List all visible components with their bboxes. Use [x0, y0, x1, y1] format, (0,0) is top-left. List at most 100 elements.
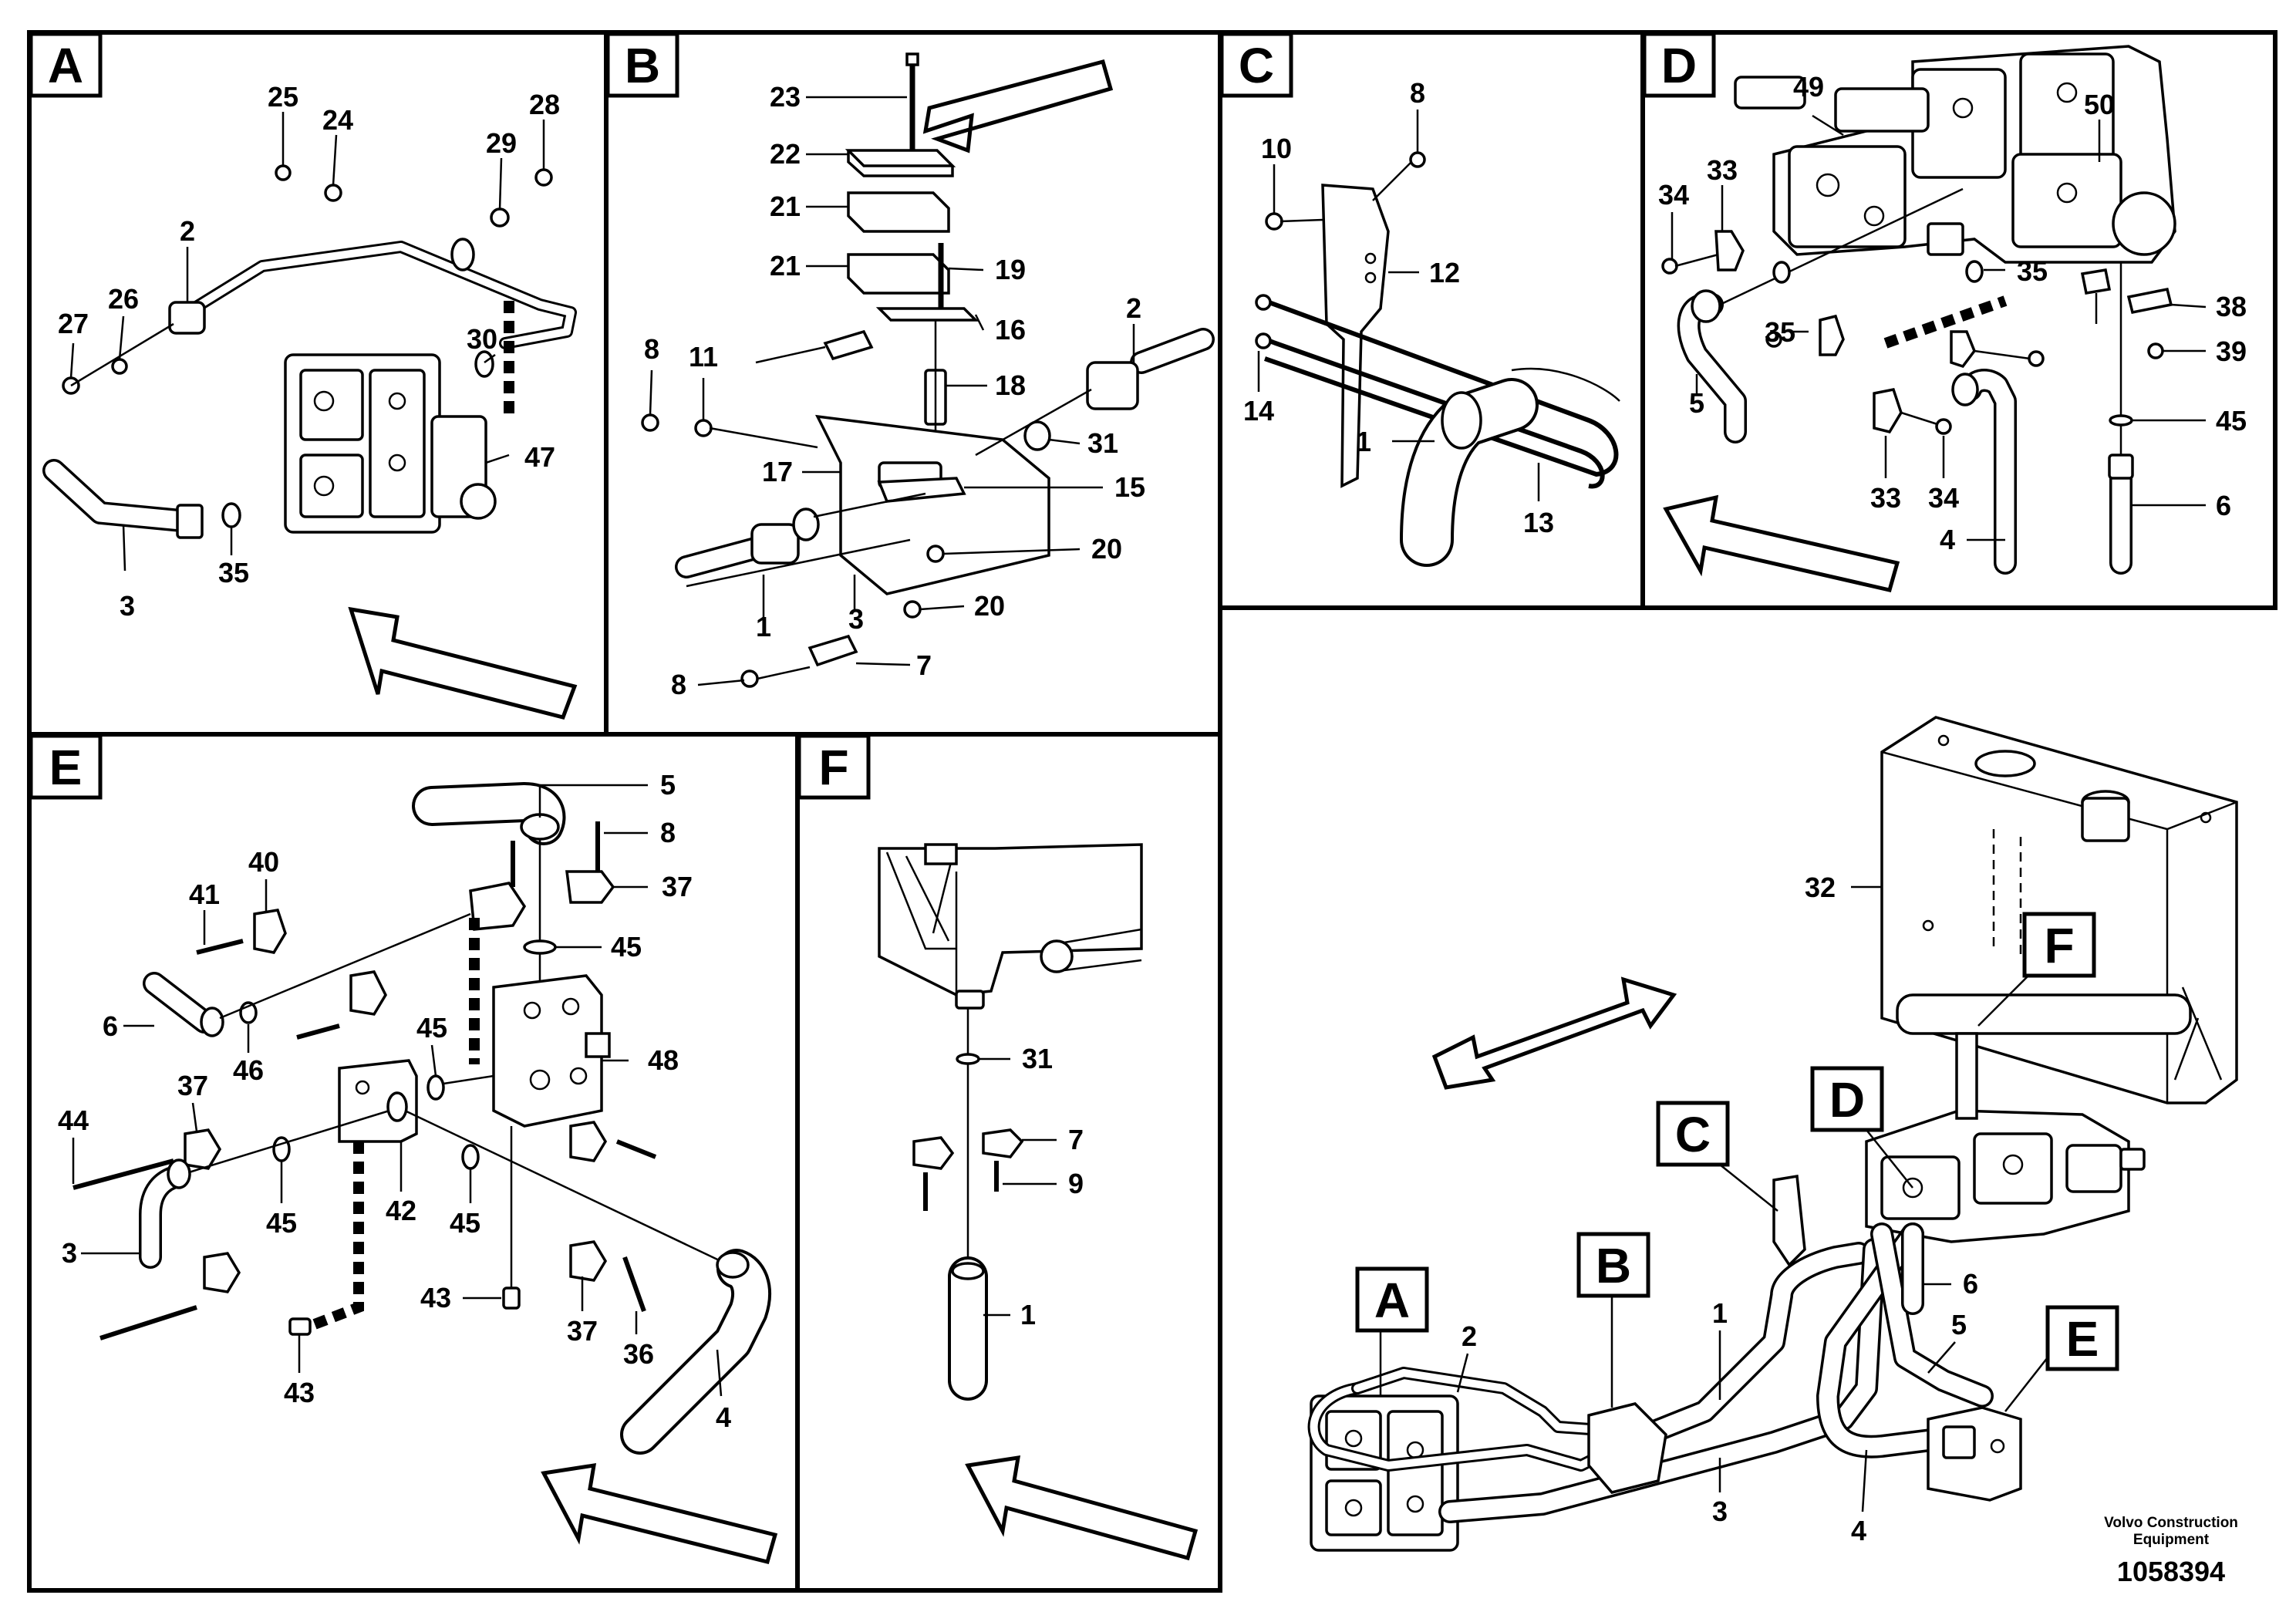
callout-e-3: 3 [62, 1237, 77, 1269]
callout-a-35: 35 [218, 557, 249, 588]
panel-a: A [29, 32, 578, 720]
callout-b-8-lower: 8 [671, 669, 686, 700]
manufacturer-line-2: Equipment [2133, 1532, 2210, 1548]
panel-b-label: B [625, 38, 660, 93]
callout-b-23: 23 [770, 81, 801, 113]
drawing-number: 1058394 [2117, 1556, 2225, 1587]
tube-2-overview [1307, 1382, 1649, 1472]
callout-e-46: 46 [233, 1054, 264, 1086]
nut-20-lower [903, 600, 922, 619]
clamp-e-mid-left [349, 970, 387, 1016]
callout-a-3: 3 [120, 590, 135, 622]
bolt-8-b [641, 413, 659, 432]
callout-d-34-lower: 34 [1928, 482, 1959, 514]
callout-e-45-left: 45 [266, 1207, 297, 1239]
callout-a-28: 28 [529, 89, 560, 120]
clamp-d-mid [1819, 314, 1845, 356]
callout-c-1: 1 [1356, 426, 1371, 457]
clamp-e-lower-left [203, 1252, 241, 1293]
hose-3 [42, 459, 193, 532]
callout-c-10: 10 [1261, 133, 1292, 164]
hose-6-fitting [2108, 454, 2134, 480]
callout-e-6: 6 [103, 1010, 118, 1042]
panel-c: C 8 10 12 14 1 13 [1219, 32, 1620, 567]
callout-b-15: 15 [1114, 471, 1145, 503]
overview-marker-b: B [1576, 1232, 1650, 1408]
clamp-f-left [912, 1136, 955, 1170]
leaders-f [979, 1057, 1057, 1317]
callout-d-33: 33 [1707, 154, 1738, 186]
callout-d-35-right: 35 [2017, 255, 2048, 287]
direction-arrow-f [965, 1455, 1199, 1561]
washer-24 [324, 184, 342, 202]
hose-1-fitting [750, 523, 800, 565]
clamp-38 [2126, 287, 2173, 315]
bolt-39 [2147, 342, 2164, 359]
overview-marker-a: A [1355, 1266, 1429, 1396]
plate-22 [845, 149, 956, 177]
callout-c-14: 14 [1243, 395, 1274, 427]
manufacturer-line-1: Volvo Construction [2104, 1515, 2238, 1531]
overview-marker-f: F [1977, 912, 2096, 1027]
callout-e-42: 42 [386, 1195, 416, 1226]
marker-c-text: C [1675, 1107, 1711, 1162]
manifold-overview [1927, 1406, 2022, 1502]
panel-b: B [605, 32, 1215, 700]
hose-5-overview [1870, 1222, 1994, 1408]
pump-group-overview [1865, 1109, 2146, 1243]
callout-b-19: 19 [995, 254, 1026, 285]
marker-b-text: B [1596, 1238, 1631, 1293]
direction-arrow-overview [1431, 976, 1677, 1090]
callout-overview-4: 4 [1851, 1515, 1866, 1546]
callout-e-36: 36 [623, 1338, 654, 1370]
overview-marker-e: E [2004, 1305, 2119, 1412]
callout-d-34: 34 [1658, 179, 1689, 211]
hose-4-e-flange [716, 1251, 750, 1279]
callout-e-45-top: 45 [611, 931, 642, 963]
callout-overview-6: 6 [1963, 1268, 1978, 1300]
callout-a-27: 27 [58, 308, 89, 339]
callout-e-44: 44 [58, 1104, 89, 1136]
clamp-33-lower [1873, 387, 1903, 434]
callout-d-39: 39 [2216, 336, 2247, 367]
direction-arrow-a [348, 606, 578, 720]
clamp-37-right [569, 1240, 608, 1282]
leaders-a [69, 112, 545, 572]
oring-35-d-left [1772, 261, 1791, 284]
nut-20 [926, 545, 945, 563]
callout-a-47: 47 [524, 441, 555, 473]
callout-b-22: 22 [770, 138, 801, 170]
callout-d-4: 4 [1940, 524, 1955, 555]
clamp-e-right-mid [569, 1121, 608, 1162]
plate-16 [875, 307, 979, 322]
callout-e-40: 40 [248, 846, 279, 878]
marker-d-text: D [1829, 1072, 1865, 1128]
tank-corner-f [878, 843, 1143, 1010]
callout-d-5: 5 [1689, 387, 1704, 419]
bolt-8-lower [740, 669, 759, 688]
clamp-half-21-lower [847, 253, 950, 295]
callout-overview-1: 1 [1712, 1297, 1728, 1329]
oring-30 [474, 350, 494, 378]
callout-c-12: 12 [1429, 257, 1460, 288]
clamp-37-top [565, 870, 615, 904]
leaders-overview [1456, 885, 1956, 1512]
bolt-e-lower-left [99, 1305, 197, 1340]
hydraulic-tank-32 [1880, 716, 2238, 1104]
hose-5-flange [1691, 289, 1721, 323]
tube-2 [175, 241, 577, 349]
nut-10 [1265, 212, 1283, 231]
clamp-half-21-upper [847, 191, 950, 233]
hose-3-overview [1438, 1238, 1886, 1523]
hose-6-e-flange [200, 1007, 224, 1037]
callout-e-45-mid: 45 [416, 1012, 447, 1044]
overview: A B C D E F [1307, 716, 2238, 1552]
bolt-d-right [2028, 350, 2045, 367]
control-valve-overview [1310, 1394, 1459, 1552]
hose-1-f-flange [951, 1262, 985, 1280]
direction-arrow-e [541, 1463, 778, 1565]
oring-35-d-right [1965, 260, 1984, 283]
callout-c-13: 13 [1523, 507, 1554, 538]
hose-4-e [620, 1249, 771, 1455]
callout-b-20: 20 [1091, 533, 1122, 565]
